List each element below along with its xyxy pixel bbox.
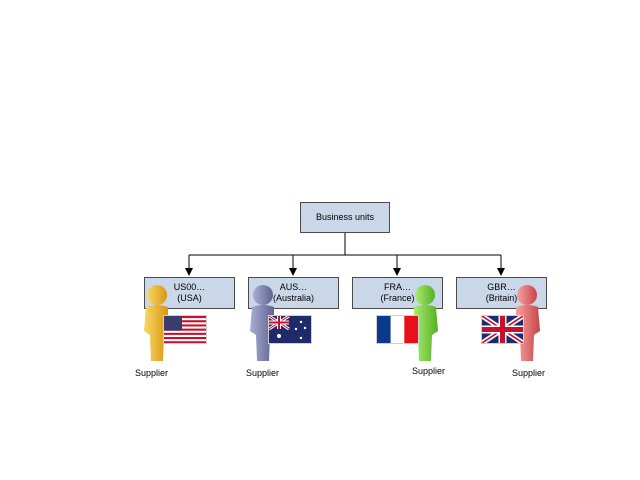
supplier-label-france: Supplier xyxy=(412,366,446,376)
unit-country: (Britain) xyxy=(485,293,518,303)
france-flag-icon xyxy=(376,315,419,344)
unit-country: (USA) xyxy=(177,293,202,303)
unit-name: FRA… xyxy=(384,282,411,292)
britain-flag-icon xyxy=(481,315,524,344)
unit-name: US00… xyxy=(173,282,206,292)
unit-country: (France) xyxy=(380,293,415,303)
unit-name: GBR… xyxy=(487,282,516,292)
australia-flag-icon xyxy=(268,315,312,344)
business-units-box[interactable]: Business units xyxy=(300,202,390,233)
supplier-label-britain: Supplier xyxy=(512,368,546,378)
business-units-label: Business units xyxy=(315,212,375,222)
person-icon-france xyxy=(414,285,438,361)
person-icon-usa xyxy=(144,285,168,361)
supplier-label-australia: Supplier xyxy=(246,368,280,378)
unit-name: AUS… xyxy=(279,282,308,292)
supplier-label-usa: Supplier xyxy=(135,368,169,378)
usa-flag-icon xyxy=(163,315,207,344)
unit-country: (Australia) xyxy=(272,293,314,303)
